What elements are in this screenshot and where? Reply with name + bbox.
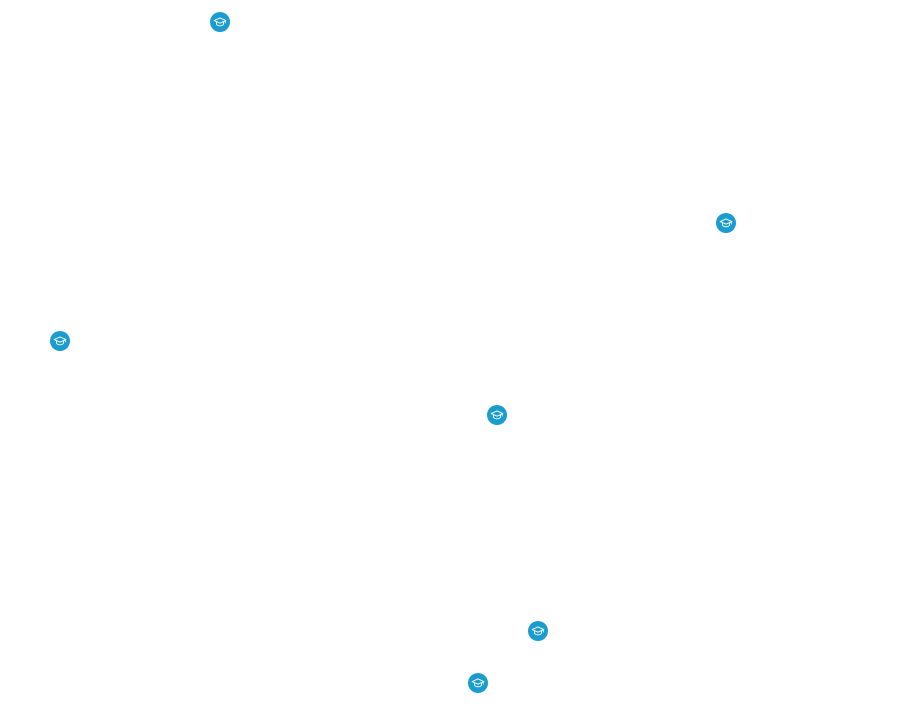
school-marker[interactable] xyxy=(468,673,488,693)
graduation-cap-icon xyxy=(53,336,67,346)
graduation-cap-icon xyxy=(213,17,227,27)
graduation-cap-icon xyxy=(531,626,545,636)
graduation-cap-icon xyxy=(719,218,733,228)
school-marker[interactable] xyxy=(50,331,70,351)
school-marker[interactable] xyxy=(210,12,230,32)
graduation-cap-icon xyxy=(471,678,485,688)
school-marker[interactable] xyxy=(528,621,548,641)
school-marker[interactable] xyxy=(487,405,507,425)
graduation-cap-icon xyxy=(490,410,504,420)
school-marker[interactable] xyxy=(716,213,736,233)
